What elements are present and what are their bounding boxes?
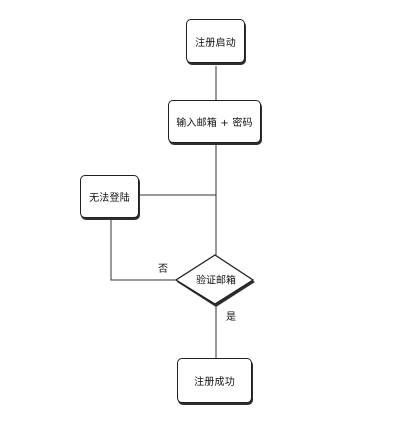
verify-diamond bbox=[174, 254, 255, 307]
input-node: 输入邮箱 + 密码 bbox=[168, 100, 261, 143]
start-node-label: 注册启动 bbox=[195, 37, 236, 49]
success-node-label: 注册成功 bbox=[194, 377, 235, 388]
fail-node-label: 无法登陆 bbox=[89, 193, 130, 204]
edge-verify-no-to-fail bbox=[110, 220, 180, 281]
fail-node: 无法登陆 bbox=[80, 175, 139, 218]
success-node: 注册成功 bbox=[177, 358, 252, 403]
verify-node-label: 验证邮箱 bbox=[196, 275, 236, 287]
edge-label-no: 否 bbox=[158, 264, 168, 275]
input-node-label: 输入邮箱 + 密码 bbox=[176, 118, 253, 129]
edge-label-yes: 是 bbox=[226, 312, 236, 323]
start-node: 注册启动 bbox=[186, 19, 245, 63]
